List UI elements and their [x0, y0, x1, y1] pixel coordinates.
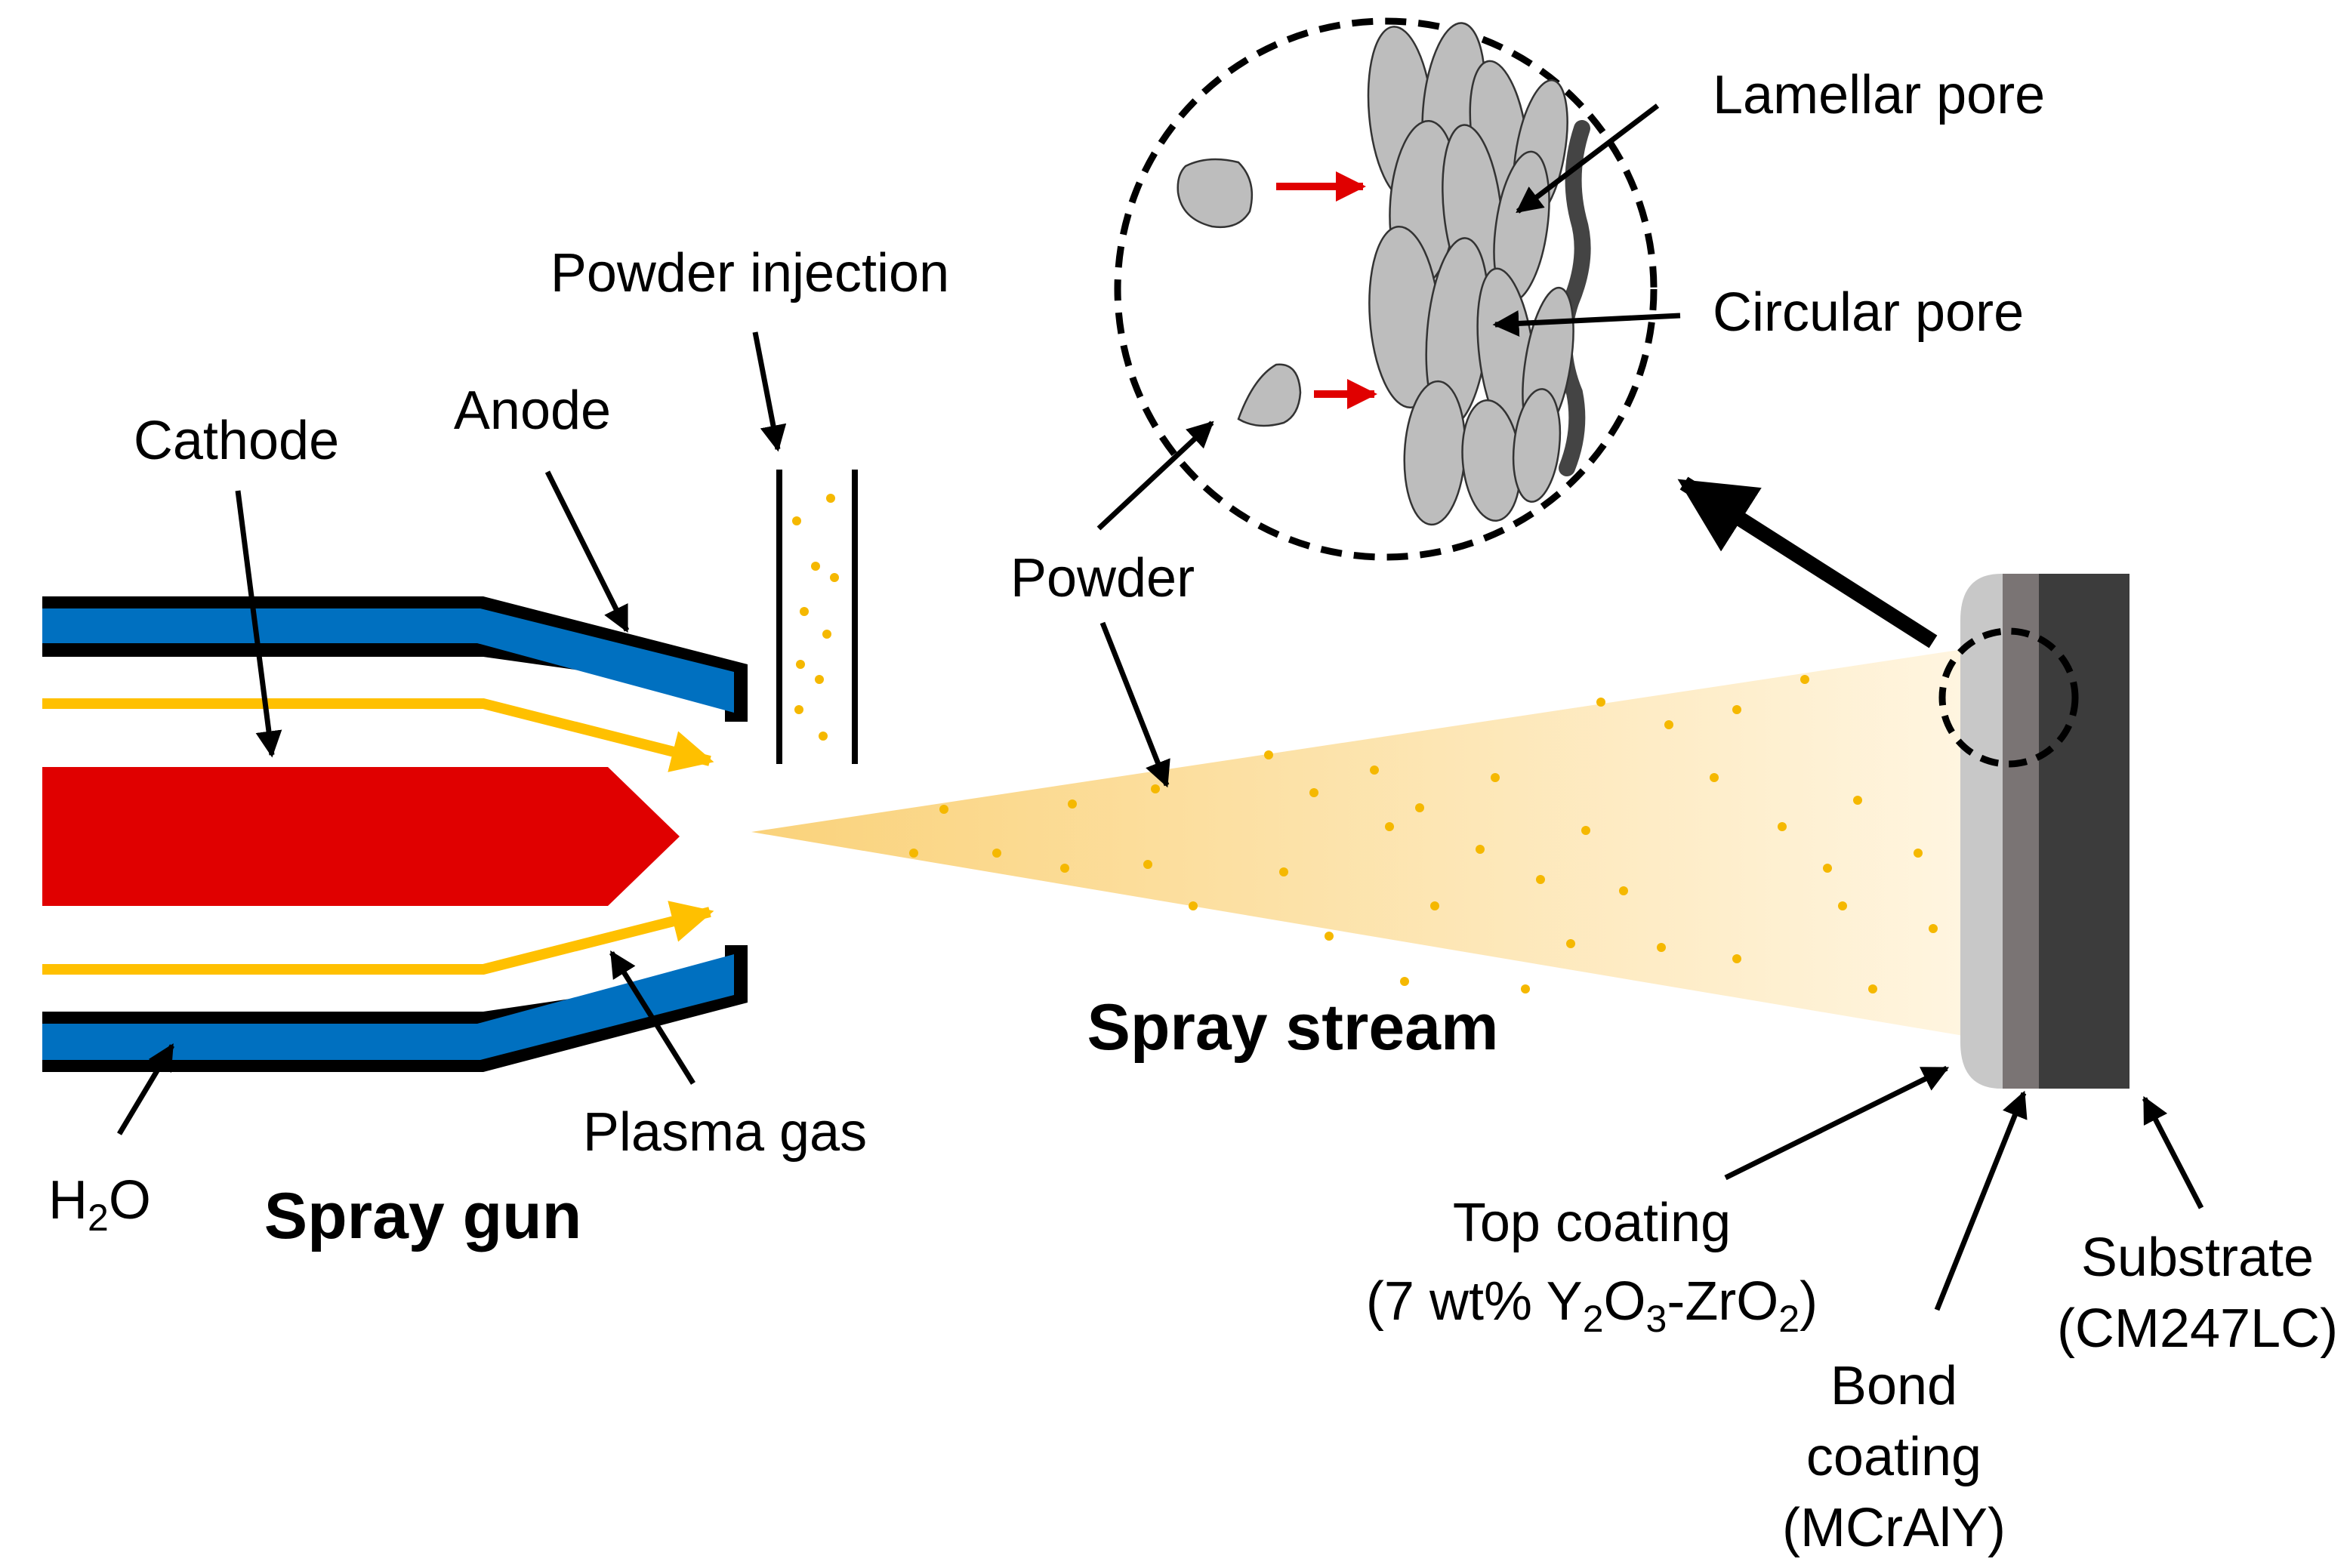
label-h2o: H2O [48, 1170, 151, 1239]
spray-cone [751, 649, 1963, 1036]
substrate-layer [2039, 574, 2129, 1089]
label-lamellar-pore: Lamellar pore [1713, 65, 2045, 125]
label-bond-coating-1: Bond [1830, 1356, 1957, 1416]
label-top-coating-composition: (7 wt% Y2O3-ZrO2) [1366, 1271, 1818, 1340]
label-bond-coating-3: (MCrAlY) [1782, 1498, 2006, 1558]
label-spray-stream: Spray stream [1087, 991, 1499, 1064]
label-plasma-gas: Plasma gas [583, 1102, 867, 1163]
spray-stream [751, 649, 1963, 1036]
incoming-particle-bottom [1237, 363, 1302, 427]
label-circular-pore: Circular pore [1713, 282, 2024, 343]
label-top-coating: Top coating [1453, 1193, 1731, 1253]
stream-powder-particles [909, 675, 1938, 993]
plasma-gas-lower [42, 901, 714, 975]
zoom-arrow [1677, 476, 1938, 648]
upper-water-channel [42, 608, 734, 713]
splat-lamellae [1367, 22, 1574, 526]
label-powder: Powder [1010, 548, 1195, 608]
label-cathode: Cathode [134, 411, 339, 471]
cathode [42, 767, 680, 906]
label-powder-injection: Powder injection [550, 243, 949, 303]
label-substrate-1: Substrate [2081, 1228, 2314, 1288]
plasma-gas-upper [42, 698, 714, 772]
bond-coating-layer [2003, 574, 2039, 1089]
label-substrate-2: (CM247LC) [2057, 1298, 2338, 1359]
incoming-particle-top [1177, 158, 1254, 229]
label-anode: Anode [454, 380, 611, 441]
powder-injector [776, 470, 858, 764]
injector-powder-particles [792, 494, 839, 741]
leader-arrows [116, 103, 2204, 1311]
zoom-region-circle [1938, 627, 2079, 768]
coating-stack [1938, 574, 2129, 1089]
magnified-view [1114, 17, 1658, 561]
lower-water-channel [42, 954, 734, 1060]
label-spray-gun: Spray gun [264, 1180, 582, 1252]
text-labels: Powder injection Anode Cathode Powder La… [48, 65, 2338, 1558]
label-bond-coating-2: coating [1806, 1427, 1981, 1487]
spray-gun [42, 596, 748, 1072]
